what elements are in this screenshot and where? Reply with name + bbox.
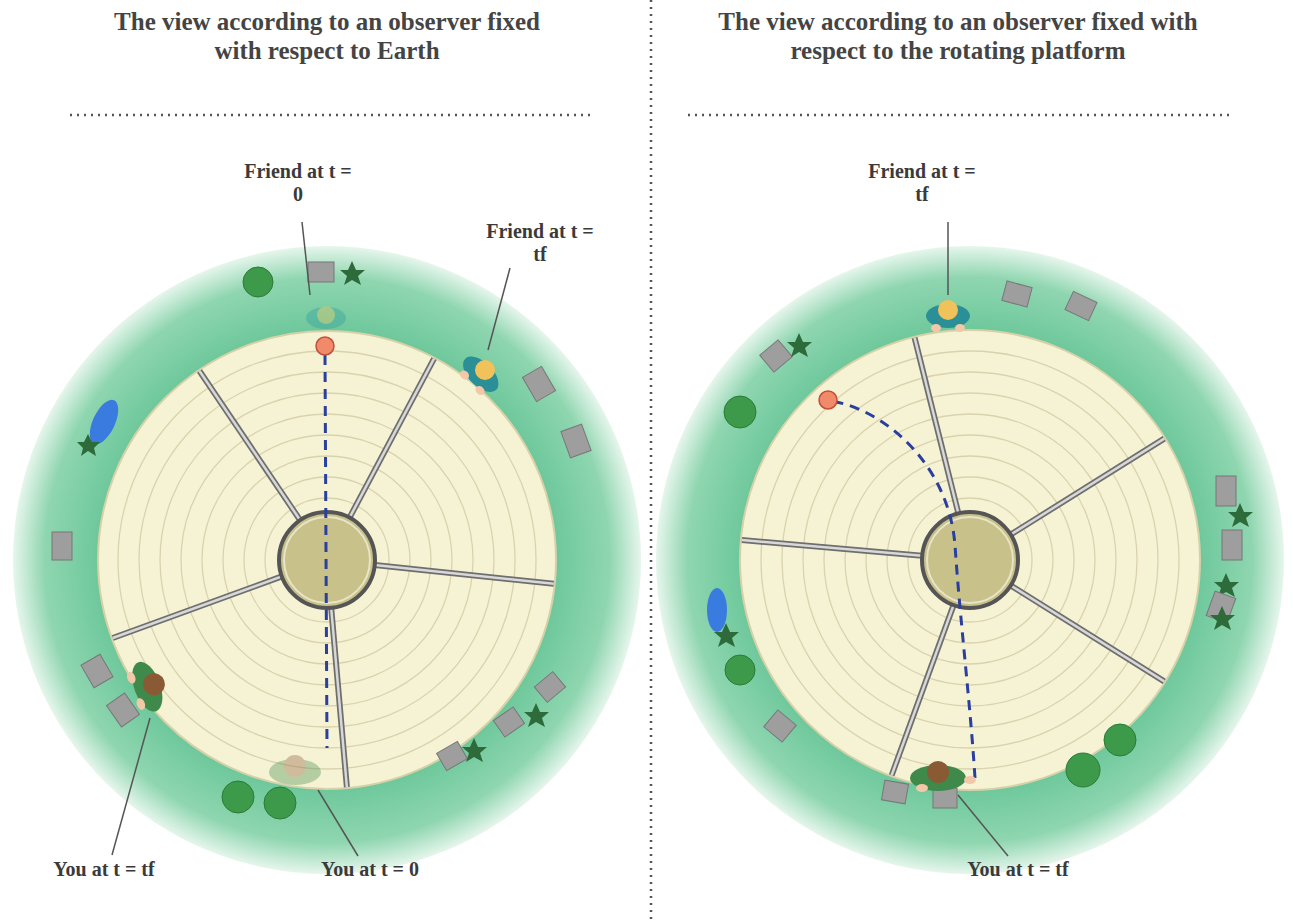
platform-ring [803,393,1137,727]
ball-path [836,402,975,778]
spoke [1011,585,1164,681]
callout-label: You at t = tf [49,858,159,881]
callout-label: Friend at t = tf [867,160,977,206]
spoke [742,540,922,556]
platform-ring [824,414,1116,706]
hub [927,517,1013,603]
you [123,656,173,716]
ball-path [325,355,327,748]
platform [98,331,556,789]
scenery [707,281,1253,808]
platform-ring [866,456,1074,664]
you [910,761,976,792]
scenery [52,261,591,819]
header-rule [688,114,1230,117]
platform-ring [887,477,1053,643]
spoke [113,576,282,638]
spoke [915,338,959,514]
ball [819,391,837,409]
spoke [1011,439,1164,535]
grass-ring [13,246,641,874]
platform-ring [782,372,1158,748]
platform [740,330,1200,790]
friend-ghost [306,306,346,329]
callout-label: You at t = tf [963,858,1073,881]
spoke [742,540,922,556]
spoke [331,608,347,787]
spoke [375,565,554,584]
hub [922,512,1018,608]
spoke [350,359,435,518]
platform-ring [118,351,536,769]
leader-line [112,222,510,856]
spoke [1011,439,1164,535]
friend [926,300,970,332]
grass-ring [656,246,1284,874]
platform-ring [908,498,1032,622]
spoke [350,359,435,518]
panel-title: The view according to an observer fixed … [702,8,1214,66]
panel-title: The view according to an observer fixed … [102,8,552,66]
spoke [375,565,554,584]
platform-ring [845,435,1095,685]
leader-line [948,222,1008,856]
spoke [892,605,954,775]
friend [454,347,508,401]
ball [316,337,334,355]
spoke [331,608,347,787]
spoke [915,338,959,514]
spoke [113,576,282,638]
callout-label: Friend at t = 0 [243,160,353,206]
spoke [200,371,301,520]
panel-divider [650,0,653,920]
callout-label: Friend at t = tf [485,220,595,266]
header-rule [70,114,590,117]
you-ghost [269,755,321,785]
callout-label: You at t = 0 [315,858,425,881]
spoke [200,371,301,520]
spoke [1011,585,1164,681]
spoke [892,605,954,775]
